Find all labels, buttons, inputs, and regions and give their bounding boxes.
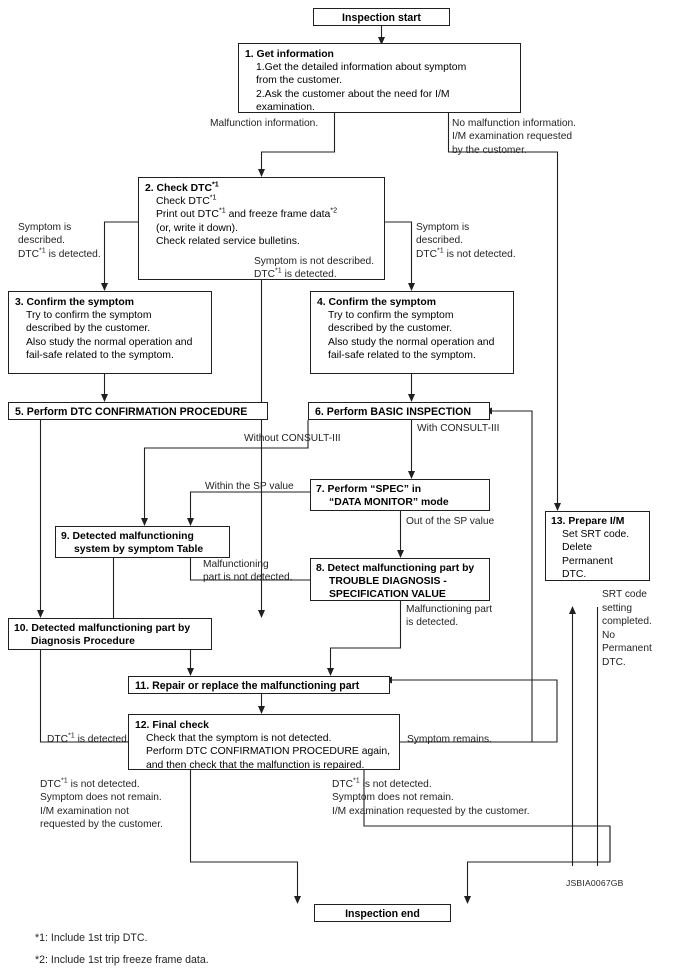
node-1-line-2: from the customer. <box>256 75 343 87</box>
node-1-get-information: 1. Get information 1.Get the detailed in… <box>238 43 521 113</box>
edge-label-symptom-remains: Symptom remains. <box>407 734 492 745</box>
edge-label-srt-code-setting: SRT code setting completed. No Permanent… <box>602 589 652 668</box>
edge-label-no-malfunction: No malfunction information. I/M examinat… <box>452 118 577 156</box>
node-3-line-4: fail-safe related to the symptom. <box>26 349 174 361</box>
node-13-line-4: DTC. <box>562 568 587 580</box>
edge-label-within-sp-value: Within the SP value <box>205 481 294 492</box>
edge-label-below-box2: Symptom is not described. DTC*1 is detec… <box>254 256 375 281</box>
node-3-line-2: described by the customer. <box>26 323 151 335</box>
node-6-basic-inspection: 6. Perform BASIC INSPECTION <box>308 402 490 420</box>
node-inspection-end-label: Inspection end <box>345 908 420 920</box>
edge-label-with-consult: With CONSULT-III <box>417 423 500 434</box>
edge-label-part-detected: Malfunctioning part is detected. <box>406 604 493 629</box>
edge-label-without-consult: Without CONSULT-III <box>244 433 341 444</box>
node-8-line-2: TROUBLE DIAGNOSIS - <box>329 576 447 588</box>
node-13-line-1: Set SRT code. <box>562 529 630 541</box>
footnote-ref-1b: *1 <box>209 192 217 202</box>
node-2-heading: 2. Check DTC*1 <box>145 179 219 194</box>
edge-label-dtc-is-detected: DTC*1 is detected. <box>47 730 130 746</box>
edge-label-left-of-box2: Symptom is described. DTC*1 is detected. <box>18 222 101 260</box>
node-4-line-4: fail-safe related to the symptom. <box>328 349 476 361</box>
node-8-detect-malfunctioning-part: 8. Detect malfunctioning part by TROUBLE… <box>310 558 490 601</box>
figure-code: JSBIA0067GB <box>566 878 624 888</box>
node-4-line-3: Also study the normal operation and <box>328 336 495 348</box>
node-13-prepare-im: 13. Prepare I/M Set SRT code. Delete Per… <box>545 511 650 581</box>
node-7-perform-spec: 7. Perform “SPEC” in “DATA MONITOR” mode <box>310 479 490 511</box>
bottom-right-line-1: DTC*1 is not detected. <box>332 775 432 790</box>
node-12-line-1: Check that the symptom is not detected. <box>146 733 332 745</box>
node-12-line-2: Perform DTC CONFIRMATION PROCEDURE again… <box>146 746 391 758</box>
node-12-final-check: 12. Final check Check that the symptom i… <box>128 714 400 771</box>
edge-label-below-box2-line2: DTC*1 is detected. <box>254 266 337 281</box>
node-3-heading: 3. Confirm the symptom <box>15 297 134 308</box>
node-2-line-2: Print out DTC*1 and freeze frame data*2 <box>156 205 338 221</box>
node-4-confirm-the-symptom: 4. Confirm the symptom Try to confirm th… <box>310 291 514 374</box>
footnote-2: *2: Include 1st trip freeze frame data. <box>35 954 209 966</box>
node-4-heading: 4. Confirm the symptom <box>317 297 436 308</box>
node-11-repair-or-replace: 11. Repair or replace the malfunctioning… <box>128 676 390 694</box>
node-9-line-2: system by symptom Table <box>74 544 204 556</box>
node-13-line-3: Permanent <box>562 555 613 567</box>
footnote-ref-1c: *1 <box>218 205 226 215</box>
edge-label-right-of-box2-line3: DTC*1 is not detected. <box>416 245 516 260</box>
node-2-line-3: (or, write it down). <box>156 222 238 234</box>
edge-label-malfunction-information: Malfunction information. <box>210 118 319 129</box>
footnote-ref-1: *1 <box>211 179 219 189</box>
edge-label-part-not-detected: Malfunctioning part is not detected. <box>203 559 293 584</box>
node-3-line-1: Try to confirm the symptom <box>26 310 152 322</box>
node-6-label: 6. Perform BASIC INSPECTION <box>315 406 471 418</box>
node-1-line-1: 1.Get the detailed information about sym… <box>256 62 467 74</box>
node-2-line-1: Check DTC*1 <box>156 192 217 208</box>
node-10-line-1: 10. Detected malfunctioning part by <box>14 623 191 634</box>
node-9-detected-malfunctioning-system: 9. Detected malfunctioning system by sym… <box>55 526 230 558</box>
edge-label-dtc-detected-text: DTC*1 is detected. <box>47 730 130 745</box>
edge-label-left-of-box2-line3: DTC*1 is detected. <box>18 245 101 260</box>
node-1-line-3: 2.Ask the customer about the need for I/… <box>256 88 450 100</box>
edge-label-bottom-right: DTC*1 is not detected. Symptom does not … <box>332 775 530 817</box>
node-8-line-1: 8. Detect malfunctioning part by <box>316 563 475 574</box>
node-7-line-2: “DATA MONITOR” mode <box>329 497 449 509</box>
node-4-line-1: Try to confirm the symptom <box>328 310 454 322</box>
node-9-line-1: 9. Detected malfunctioning <box>61 531 194 542</box>
node-inspection-start-label: Inspection start <box>342 12 421 24</box>
bottom-left-line-1: DTC*1 is not detected. <box>40 775 140 790</box>
footnote-1: *1: Include 1st trip DTC. <box>35 932 148 944</box>
node-inspection-start: Inspection start <box>313 8 450 26</box>
node-10-detected-malfunctioning-part: 10. Detected malfunctioning part by Diag… <box>8 618 212 650</box>
node-2-check-dtc: 2. Check DTC*1 Check DTC*1 Print out DTC… <box>138 177 385 280</box>
node-5-dtc-confirmation-procedure: 5. Perform DTC CONFIRMATION PROCEDURE <box>8 402 268 420</box>
node-8-line-3: SPECIFICATION VALUE <box>329 589 446 601</box>
node-4-line-2: described by the customer. <box>328 323 453 335</box>
node-12-heading: 12. Final check <box>135 720 209 731</box>
footnote-ref-2: *2 <box>330 205 338 215</box>
node-2-line-4: Check related service bulletins. <box>156 235 300 247</box>
node-13-line-2: Delete <box>562 542 593 554</box>
node-3-confirm-the-symptom: 3. Confirm the symptom Try to confirm th… <box>8 291 212 374</box>
node-5-label: 5. Perform DTC CONFIRMATION PROCEDURE <box>15 406 248 418</box>
node-3-line-3: Also study the normal operation and <box>26 336 193 348</box>
edge-label-right-of-box2: Symptom is described. DTC*1 is not detec… <box>416 222 516 260</box>
edge-label-out-of-sp-value: Out of the SP value <box>406 516 495 527</box>
node-11-label: 11. Repair or replace the malfunctioning… <box>135 680 360 692</box>
node-12-line-3: and then check that the malfunction is r… <box>146 759 365 771</box>
node-7-line-1: 7. Perform “SPEC” in <box>316 484 422 495</box>
node-1-heading: 1. Get information <box>245 49 334 60</box>
node-10-line-2: Diagnosis Procedure <box>31 636 135 648</box>
node-1-line-4: examination. <box>256 101 315 113</box>
node-inspection-end: Inspection end <box>314 904 451 922</box>
node-13-heading: 13. Prepare I/M <box>551 516 625 527</box>
edge-label-bottom-left: DTC*1 is not detected. Symptom does not … <box>40 775 163 831</box>
